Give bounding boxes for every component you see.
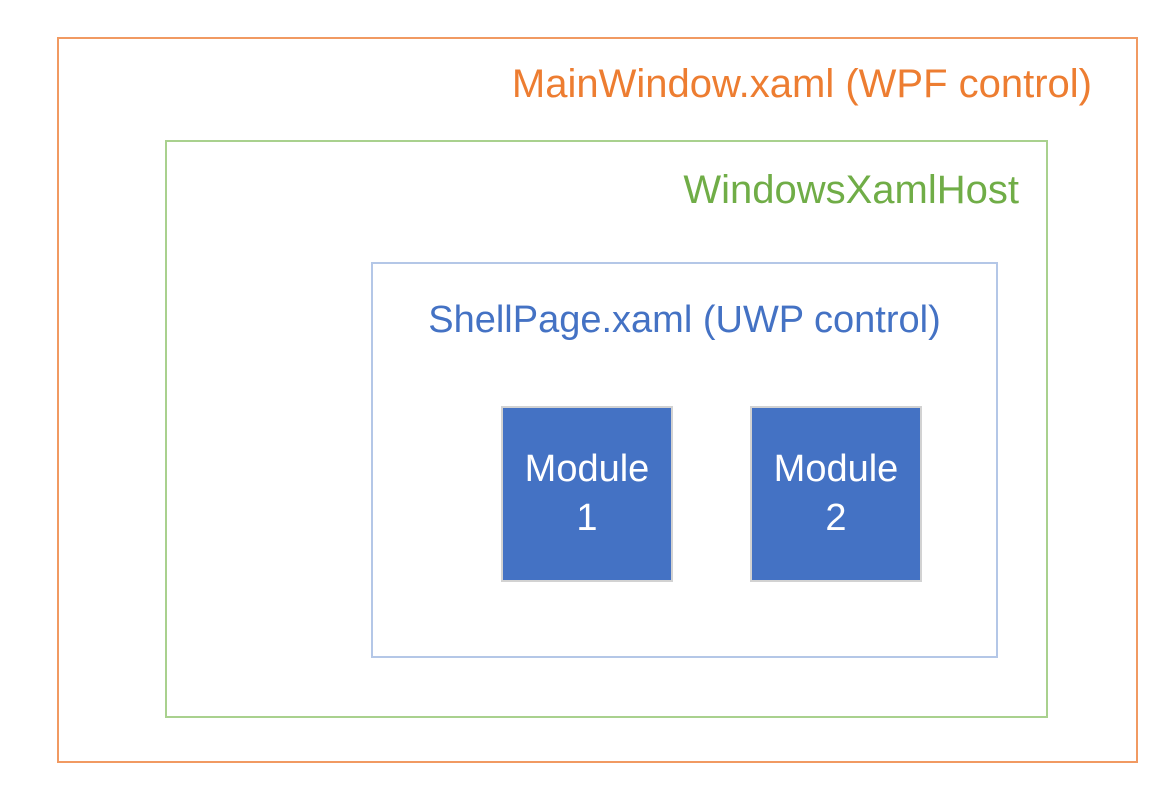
windowsxamlhost-label: WindowsXamlHost bbox=[683, 168, 1019, 212]
module-2-box: Module 2 bbox=[750, 406, 922, 582]
mainwindow-label: MainWindow.xaml (WPF control) bbox=[511, 62, 1092, 106]
module-1-label-line1: Module bbox=[524, 447, 650, 490]
shellpage-box: ShellPage.xaml (UWP control) Module 1 Mo… bbox=[371, 262, 998, 658]
windowsxamlhost-box: WindowsXamlHost ShellPage.xaml (UWP cont… bbox=[165, 140, 1048, 718]
mainwindow-box: MainWindow.xaml (WPF control) WindowsXam… bbox=[57, 37, 1138, 763]
shellpage-label: ShellPage.xaml (UWP control) bbox=[428, 299, 941, 341]
module-2-label-line1: Module bbox=[773, 447, 899, 490]
module-1-box: Module 1 bbox=[501, 406, 673, 582]
module-2-label-line2: 2 bbox=[825, 497, 847, 539]
module-1-label-line2: 1 bbox=[576, 497, 598, 539]
